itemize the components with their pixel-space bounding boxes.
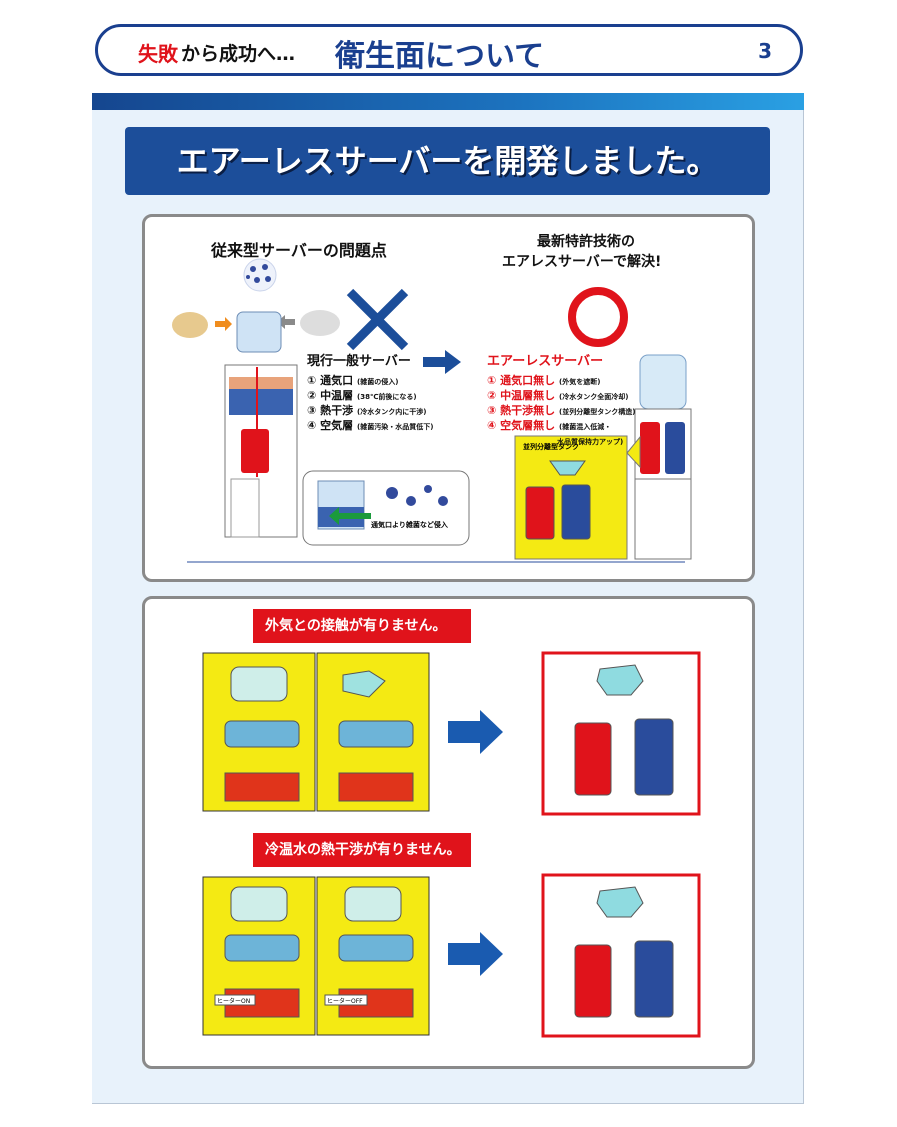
old-server-panel-4: ヒーターOFF — [316, 876, 430, 1036]
list-item: ③ 熱干渉無し (並列分離型タンク構造) — [487, 404, 636, 417]
zoom-bubble-inlet: 通気口より雑菌など侵入 — [302, 470, 470, 546]
list-item: ② 中温層 (38℃前後になる) — [307, 389, 417, 402]
circle-mark-icon — [568, 287, 628, 347]
comparison-box: 従来型サーバーの問題点 最新特許技術の エアレスサーバーで解決! — [142, 214, 755, 582]
airless-tank-panel-2 — [541, 873, 701, 1038]
feature-diagrams: ヒーターON ヒーターOFF — [202, 651, 701, 1038]
parallel-tank-illustration: 並列分離型タンク — [514, 435, 641, 560]
list-item: 水品質保持力アップ) — [557, 438, 624, 446]
old-server-panel-3: ヒーターON — [202, 876, 316, 1036]
page-header: 失敗 から成功へ… 衛生面について 3 — [95, 24, 803, 76]
main-banner: エアーレスサーバーを開発しました。 — [125, 127, 770, 195]
feature-label-no-heat: 冷温水の熱干渉が有りません。 — [253, 833, 471, 867]
list-item: ③ 熱干渉 (冷水タンク内に干渉) — [307, 404, 427, 417]
old-server-panel-2 — [316, 652, 430, 812]
airless-tank-panel-1 — [541, 651, 701, 816]
problem-title: 従来型サーバーの問題点 — [211, 241, 387, 260]
feature-box: 外気との接触が有りません。 冷温水の熱干渉が有りません。 — [142, 596, 755, 1069]
problem-list: ① 通気口 (雑菌の侵入) ② 中温層 (38℃前後になる) ③ 熱干渉 (冷水… — [307, 374, 433, 434]
list-item: ④ 空気層無し (雑菌混入低減・ — [487, 419, 612, 432]
comparison-diagram: 通気口より雑菌など侵入 並列分離型タンク — [172, 258, 692, 563]
feature-label-no-air: 外気との接触が有りません。 — [253, 609, 471, 643]
cross-mark-icon — [346, 288, 409, 351]
conventional-server-illustration — [224, 311, 298, 538]
top-gradient-bar — [92, 93, 804, 110]
right-subtitle: エアーレスサーバー — [487, 354, 604, 369]
arrow-right-icon — [448, 932, 503, 976]
airless-server-illustration — [634, 354, 692, 560]
dust-cloud-icon — [172, 312, 232, 338]
content-panel: エアーレスサーバーを開発しました。 従来型サーバーの問題点 最新特許技術の エア… — [92, 93, 804, 1104]
arrow-right-icon — [448, 710, 503, 754]
old-server-panel-1 — [202, 652, 316, 812]
smoke-cloud-icon — [277, 310, 340, 336]
arrow-right-icon — [423, 350, 461, 374]
inlet-note: 通気口より雑菌など侵入 — [371, 520, 448, 529]
header-title-red: 失敗 — [138, 42, 178, 66]
header-title-sub: から成功へ… — [181, 43, 296, 65]
list-item: ① 通気口 (雑菌の侵入) — [307, 374, 399, 387]
page-title: 衛生面について — [335, 39, 545, 74]
solution-title-line2: エアレスサーバーで解決! — [502, 254, 662, 270]
solution-title-line1: 最新特許技術の — [537, 234, 635, 250]
list-item: ② 中温層無し (冷水タンク全面冷却) — [487, 389, 629, 402]
left-subtitle: 現行一般サーバー — [307, 354, 411, 369]
list-item: ① 通気口無し (外気を遮断) — [487, 374, 601, 387]
heater-off-label: ヒーターOFF — [327, 997, 363, 1005]
germ-cluster-icon — [243, 258, 277, 292]
heater-on-label: ヒーターON — [217, 997, 250, 1005]
list-item: ④ 空気層 (雑菌汚染・水品質低下) — [307, 419, 434, 432]
page-number: 3 — [758, 39, 772, 63]
tank-note: 並列分離型タンク — [523, 442, 579, 451]
solution-list: ① 通気口無し (外気を遮断) ② 中温層無し (冷水タンク全面冷却) ③ 熱干… — [487, 374, 635, 449]
